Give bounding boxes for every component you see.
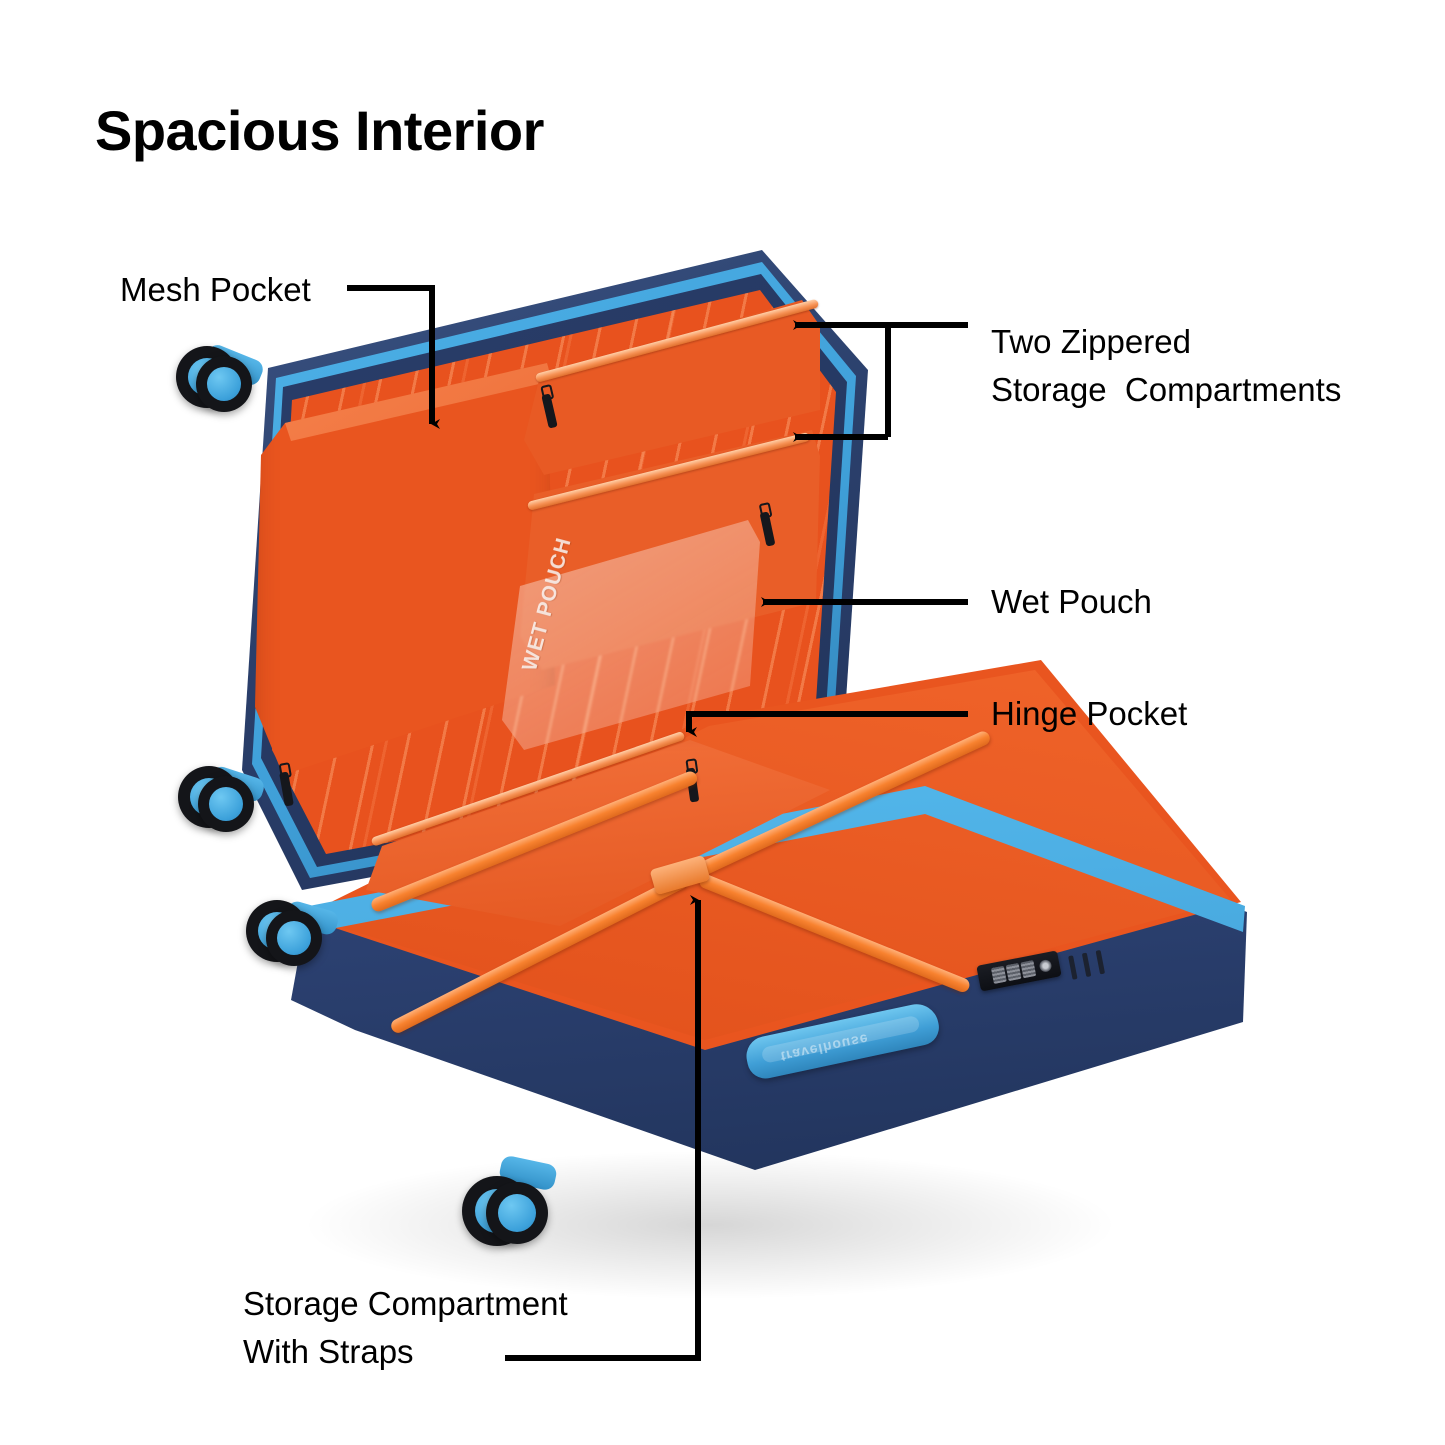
callout-storage-straps-line2: With Straps	[243, 1333, 414, 1370]
page-title: Spacious Interior	[95, 99, 544, 162]
leader-storage-straps	[505, 895, 701, 1361]
leader-mesh-pocket	[347, 285, 440, 429]
callout-hinge-pocket-label: Hinge Pocket	[991, 695, 1188, 732]
wheel-bottom-left-front	[266, 910, 322, 966]
callout-two-zippered-line1: Two Zippered	[991, 323, 1191, 360]
wheel-bottom-front	[486, 1182, 548, 1244]
callout-mesh-pocket-label: Mesh Pocket	[120, 271, 311, 308]
leader-zippered-bracket-vertical	[885, 322, 968, 437]
wheel-top-left-front	[196, 356, 252, 412]
leader-hinge-pocket	[686, 711, 968, 737]
drop-shadow	[300, 1150, 1120, 1300]
wheel-mid-left-front	[198, 776, 254, 832]
callout-wet-pouch-label: Wet Pouch	[991, 583, 1152, 620]
callout-two-zippered-line2: Storage Compartments	[991, 371, 1342, 408]
callout-storage-straps-line1: Storage Compartment	[243, 1285, 568, 1322]
